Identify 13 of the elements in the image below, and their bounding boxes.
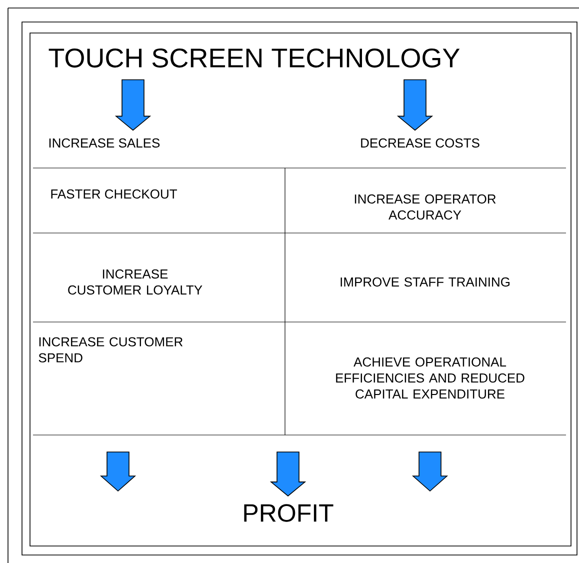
column-heading: INCREASE SALES	[49, 138, 160, 148]
table-cell: INCREASE CUSTOMER SPEND	[38, 337, 183, 362]
block-arrow	[270, 452, 306, 496]
table-cell: INCREASE CUSTOMER LOYALTY	[68, 269, 202, 295]
table-cell: INCREASE OPERATOR ACCURACY	[354, 194, 496, 220]
block-arrow	[396, 79, 434, 131]
column-heading: DECREASE COSTS	[361, 138, 480, 148]
table-cell: IMPROVE STAFF TRAINING	[340, 277, 510, 287]
heading: TOUCH SCREEN TECHNOLOGY	[48, 48, 460, 68]
table-cell: ACHIEVE OPERATIONAL EFFICIENCIES AND REDUCED CAPITAL EXPENDITURE	[336, 357, 524, 399]
heading: PROFIT	[244, 504, 334, 522]
block-arrow	[114, 79, 152, 131]
table-cell: FASTER CHECKOUT	[51, 189, 177, 199]
